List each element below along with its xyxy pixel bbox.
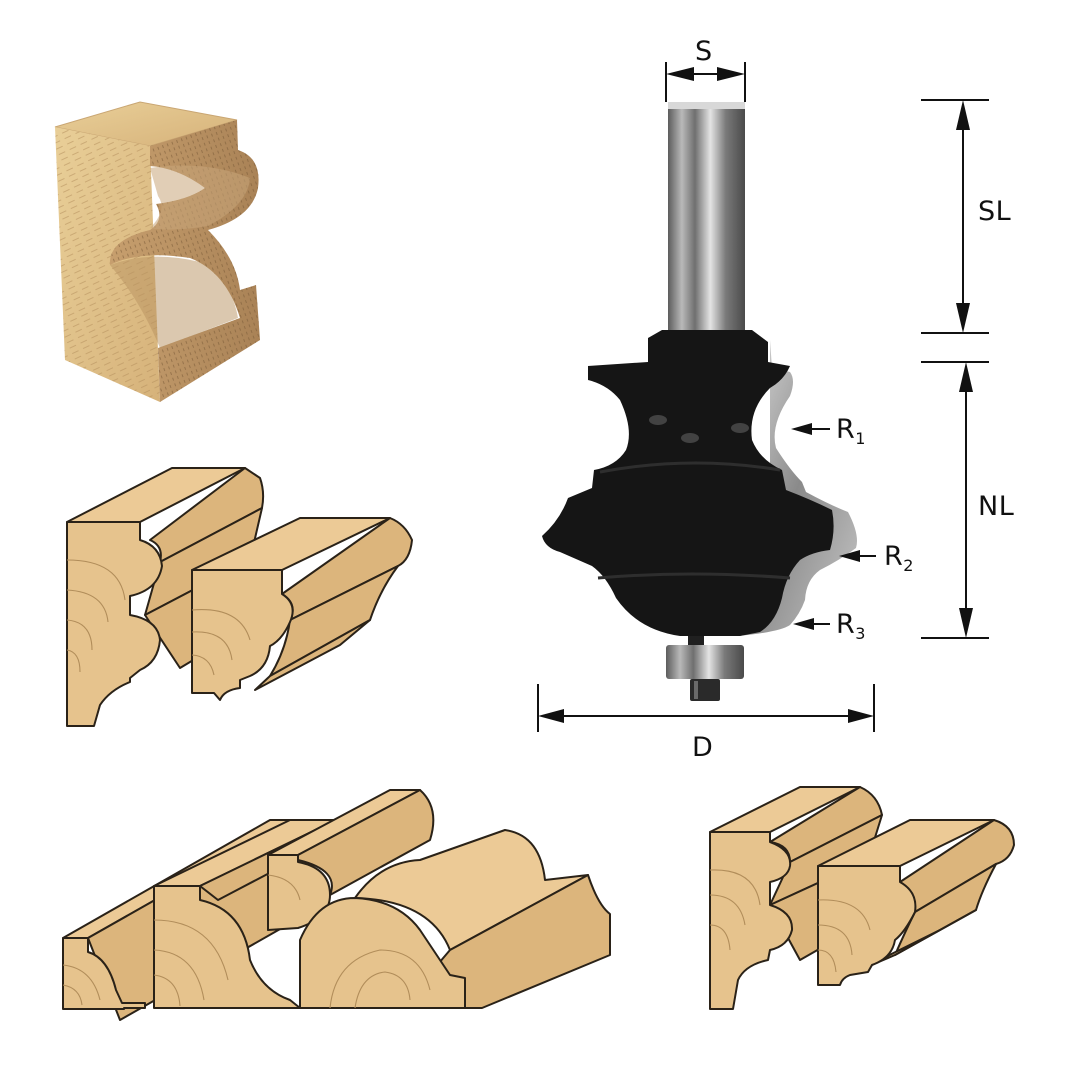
photo-wood-block: [54, 101, 260, 402]
radius-symbol: R: [884, 541, 904, 572]
label-r1: R1: [836, 414, 866, 447]
radius-index: 3: [855, 624, 866, 643]
label-d: D: [692, 732, 714, 763]
radius-symbol: R: [836, 414, 856, 445]
label-nl: NL: [978, 491, 1015, 522]
dimension-d: [537, 684, 875, 732]
dimension-s: [665, 62, 746, 102]
shank: [668, 104, 745, 339]
carbide-tip: [738, 340, 857, 636]
molding-pair-right: [709, 786, 1015, 1010]
molding-pair-left: [66, 467, 413, 727]
radius-index: 2: [903, 556, 914, 575]
dimension-sl: [921, 99, 989, 334]
radius-pointers: [791, 423, 876, 630]
label-sl: SL: [978, 196, 1012, 227]
radius-index: 1: [855, 429, 866, 448]
radius-symbol: R: [836, 609, 856, 640]
cutter-body: [542, 330, 834, 636]
router-bit: [542, 102, 857, 701]
dimension-nl: [921, 361, 989, 639]
label-r3: R3: [836, 609, 866, 642]
bearing: [666, 645, 744, 679]
label-r2: R2: [884, 541, 914, 574]
label-s: S: [695, 36, 713, 67]
molding-group-bottom: [62, 789, 611, 1021]
